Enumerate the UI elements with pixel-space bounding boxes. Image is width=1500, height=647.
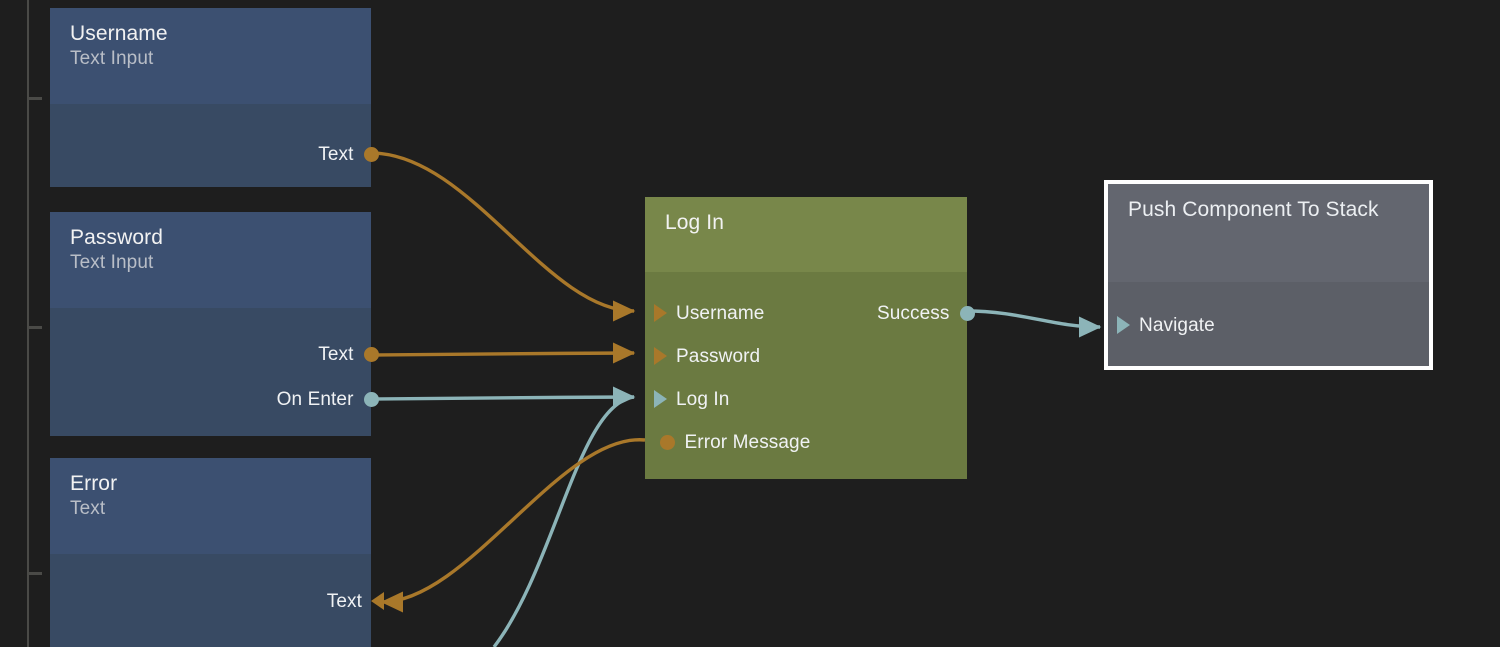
port-dot-icon[interactable]	[363, 146, 379, 162]
port-log-in-errormessage-label: Error Message	[684, 431, 811, 453]
node-error-header[interactable]: Error Text	[50, 458, 371, 554]
port-push-navigate-label: Navigate	[1139, 314, 1215, 336]
arrow-right-icon[interactable]	[654, 347, 667, 365]
node-password-subtitle: Text Input	[70, 251, 154, 273]
port-log-in-login-input[interactable]: Log In	[645, 387, 729, 411]
node-password-body: Text On Enter	[50, 308, 379, 436]
node-password-header[interactable]: Password Text Input	[50, 212, 371, 308]
port-log-in-username-label: Username	[676, 302, 765, 324]
node-push-component-to-stack-body: Navigate	[1108, 282, 1429, 366]
node-password-title: Password	[70, 226, 164, 249]
node-username-subtitle: Text Input	[70, 47, 154, 69]
edge-login-errormessage-to-error-text	[380, 438, 646, 613]
port-error-text-label: Text	[326, 590, 362, 612]
arrow-left-icon[interactable]	[371, 592, 384, 610]
port-log-in-success-label: Success	[876, 302, 950, 324]
node-push-component-to-stack[interactable]: Push Component To Stack Navigate	[1104, 180, 1433, 370]
port-dot-icon[interactable]	[659, 434, 675, 450]
node-username-header[interactable]: Username Text Input	[50, 8, 371, 104]
port-push-navigate-input[interactable]: Navigate	[1108, 313, 1215, 337]
port-log-in-success-output[interactable]: Success	[876, 301, 975, 325]
port-dot-icon[interactable]	[959, 305, 975, 321]
node-log-in[interactable]: Log In Username Password Log In Error Me…	[645, 197, 975, 479]
node-log-in-header[interactable]: Log In	[645, 197, 967, 272]
edge-username-text-to-login-username	[370, 151, 636, 322]
node-username[interactable]: Username Text Input Text	[50, 8, 379, 187]
edge-password-onenter-to-login-login	[370, 386, 636, 408]
port-dot-icon[interactable]	[363, 391, 379, 407]
guide-rail	[27, 0, 29, 647]
port-log-in-errormessage-output[interactable]: Error Message	[645, 430, 810, 454]
node-log-in-title: Log In	[665, 211, 724, 234]
node-error-subtitle: Text	[70, 497, 106, 519]
port-dot-icon[interactable]	[363, 346, 379, 362]
guide-tick-2	[29, 326, 42, 329]
port-username-text-label: Text	[318, 143, 354, 165]
node-error-body: Text	[50, 554, 384, 647]
node-username-body: Text	[50, 104, 379, 187]
node-push-component-to-stack-header[interactable]: Push Component To Stack	[1108, 184, 1429, 282]
node-error[interactable]: Error Text Text	[50, 458, 384, 647]
port-log-in-login-label: Log In	[676, 388, 730, 410]
arrow-right-icon[interactable]	[654, 390, 667, 408]
guide-tick-3	[29, 572, 42, 575]
arrow-right-icon[interactable]	[1117, 316, 1130, 334]
guide-tick-1	[29, 97, 42, 100]
port-password-onenter-output[interactable]: On Enter	[276, 387, 379, 411]
node-log-in-body: Username Password Log In Error Message S…	[645, 272, 975, 479]
port-log-in-username-input[interactable]: Username	[645, 301, 764, 325]
arrow-right-icon[interactable]	[654, 304, 667, 322]
node-error-title: Error	[70, 472, 118, 495]
edge-offscreen-to-login-login	[492, 395, 635, 647]
node-username-title: Username	[70, 22, 168, 45]
edge-password-text-to-login-password	[370, 342, 636, 364]
port-password-onenter-label: On Enter	[276, 388, 354, 410]
port-error-text-input[interactable]: Text	[326, 589, 384, 613]
node-push-component-to-stack-title: Push Component To Stack	[1128, 198, 1379, 221]
port-password-text-label: Text	[318, 343, 354, 365]
node-password[interactable]: Password Text Input Text On Enter	[50, 212, 379, 436]
port-password-text-output[interactable]: Text	[318, 342, 379, 366]
port-username-text-output[interactable]: Text	[318, 142, 379, 166]
edge-login-success-to-push-navigate	[965, 309, 1102, 338]
port-log-in-password-label: Password	[676, 345, 761, 367]
port-log-in-password-input[interactable]: Password	[645, 344, 760, 368]
